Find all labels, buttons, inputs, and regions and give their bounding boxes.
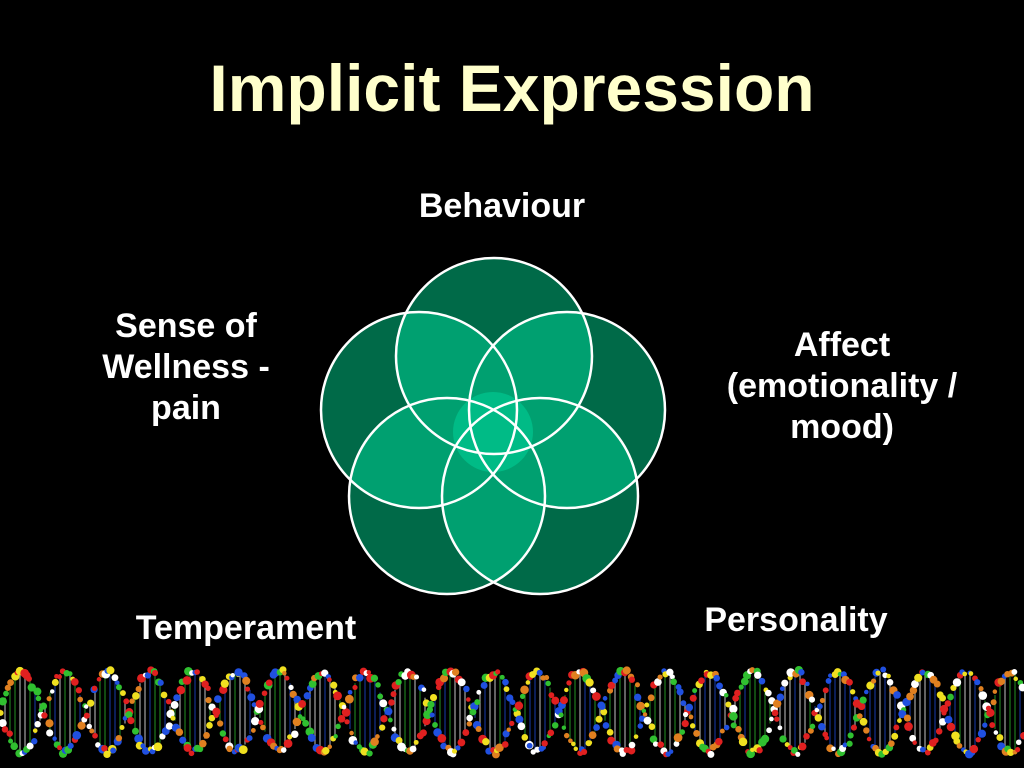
label-behaviour: Behaviour	[418, 187, 586, 225]
label-affect-line-1: Affect	[793, 326, 891, 364]
label-wellness: Sense of Wellness - pain	[56, 306, 316, 428]
slide-title: Implicit Expression	[209, 51, 815, 125]
label-personality: Personality	[704, 601, 888, 639]
label-wellness-line-3: pain	[151, 388, 221, 427]
venn-outlines	[319, 256, 667, 596]
label-wellness-line-1: Sense of	[115, 307, 257, 345]
label-temperament: Temperament	[135, 609, 357, 647]
label-wellness-line-2: Wellness -	[102, 347, 270, 386]
dna-helix-image	[0, 665, 1024, 759]
label-affect-line-2: (emotionality /	[726, 366, 958, 405]
label-affect-line-3: mood)	[790, 407, 894, 446]
label-affect: Affect (emotionality / mood)	[690, 325, 994, 447]
